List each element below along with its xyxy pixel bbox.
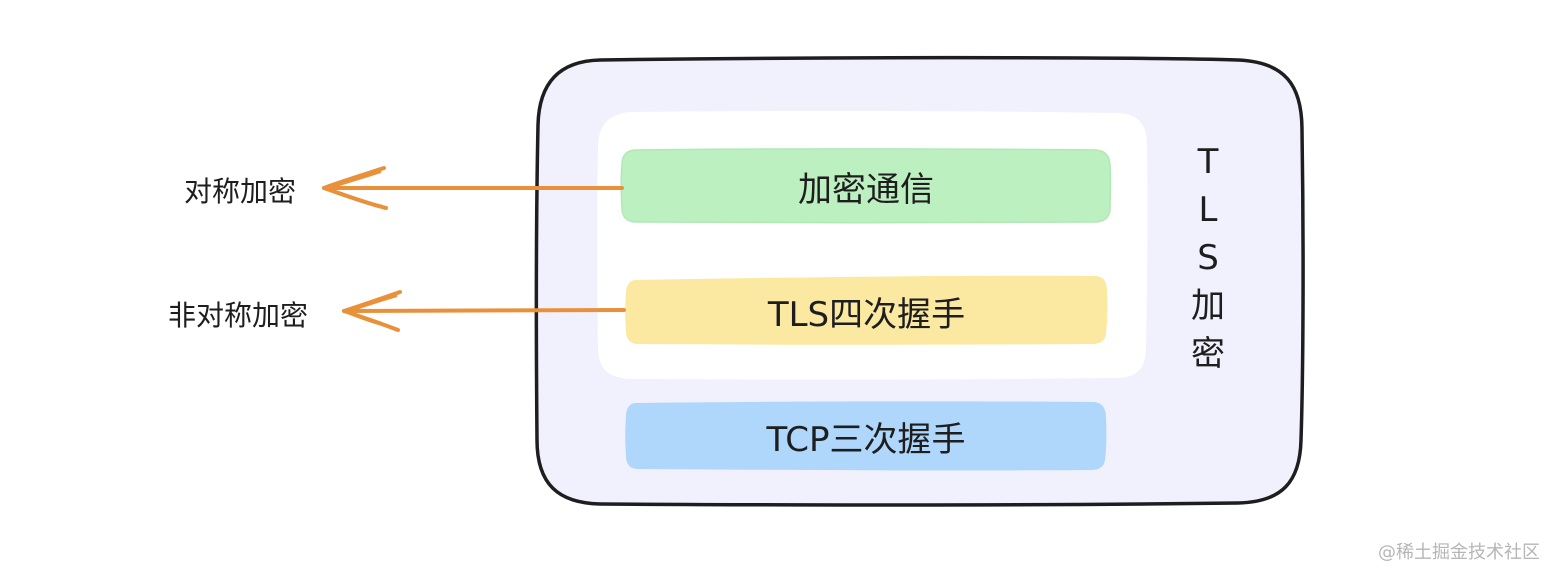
tls-handshake-label: TLS四次握手 <box>767 294 966 335</box>
title-char: T <box>1197 142 1219 182</box>
tls-handshake-box <box>625 275 1108 345</box>
tcp-handshake-box <box>625 401 1107 471</box>
tls-encryption-title: T L S 加 密 <box>1178 138 1238 378</box>
encrypted-comm-label: 加密通信 <box>798 169 934 210</box>
title-char: 加 <box>1191 286 1225 326</box>
encrypted-comm-box <box>620 148 1112 224</box>
title-char: S <box>1197 238 1219 278</box>
symmetric-encryption-label: 对称加密 <box>184 175 297 208</box>
tcp-handshake-label: TCP三次握手 <box>766 419 966 460</box>
asymmetric-arrow <box>342 290 626 332</box>
asymmetric-encryption-label: 非对称加密 <box>168 299 309 332</box>
title-char: L <box>1198 190 1218 230</box>
title-char: 密 <box>1191 334 1225 374</box>
symmetric-arrow <box>322 166 624 210</box>
watermark: @稀土掘金技术社区 <box>1378 542 1540 563</box>
